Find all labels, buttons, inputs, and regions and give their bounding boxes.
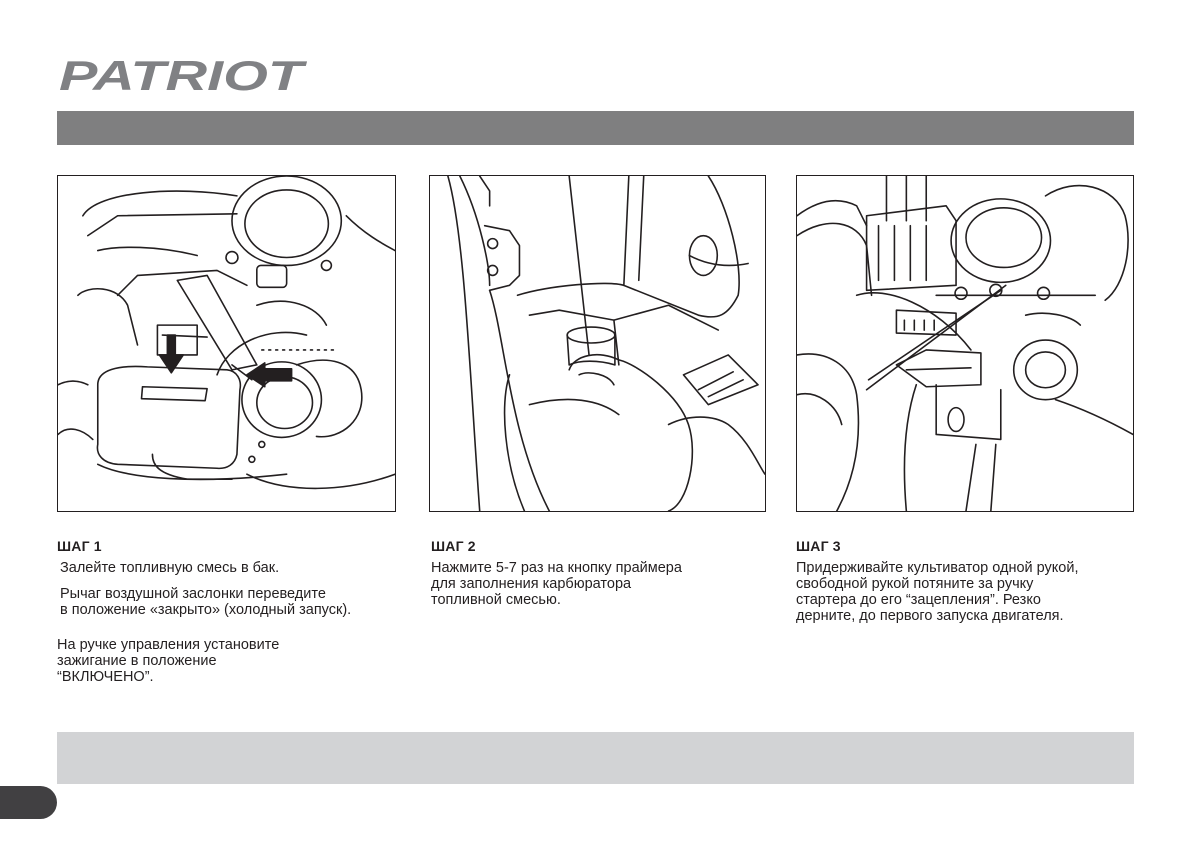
step-2-title: ШАГ 2 <box>431 538 476 554</box>
patriot-logo-text: PATRIOT <box>59 52 307 97</box>
step-1-title: ШАГ 1 <box>57 538 102 554</box>
step-2-illustration <box>429 175 766 512</box>
page-tab <box>0 786 57 819</box>
step-1-illustration <box>57 175 396 512</box>
step-3-title: ШАГ 3 <box>796 538 841 554</box>
step-2-paragraph-1: Нажмите 5-7 раз на кнопку праймера для з… <box>431 560 682 608</box>
step-3-paragraph-1: Придерживайте культиватор одной рукой, с… <box>796 560 1079 624</box>
step-3-illustration <box>796 175 1134 512</box>
footer-bar <box>57 732 1134 784</box>
step-1-paragraph-3: На ручке управления установите зажигание… <box>57 637 280 685</box>
header-bar <box>57 111 1134 145</box>
step-1-paragraph-1: Залейте топливную смесь в бак. <box>60 560 280 576</box>
step-1-paragraph-2: Рычаг воздушной заслонки переведите в по… <box>60 586 352 618</box>
patriot-logo: PATRIOT <box>57 52 308 99</box>
